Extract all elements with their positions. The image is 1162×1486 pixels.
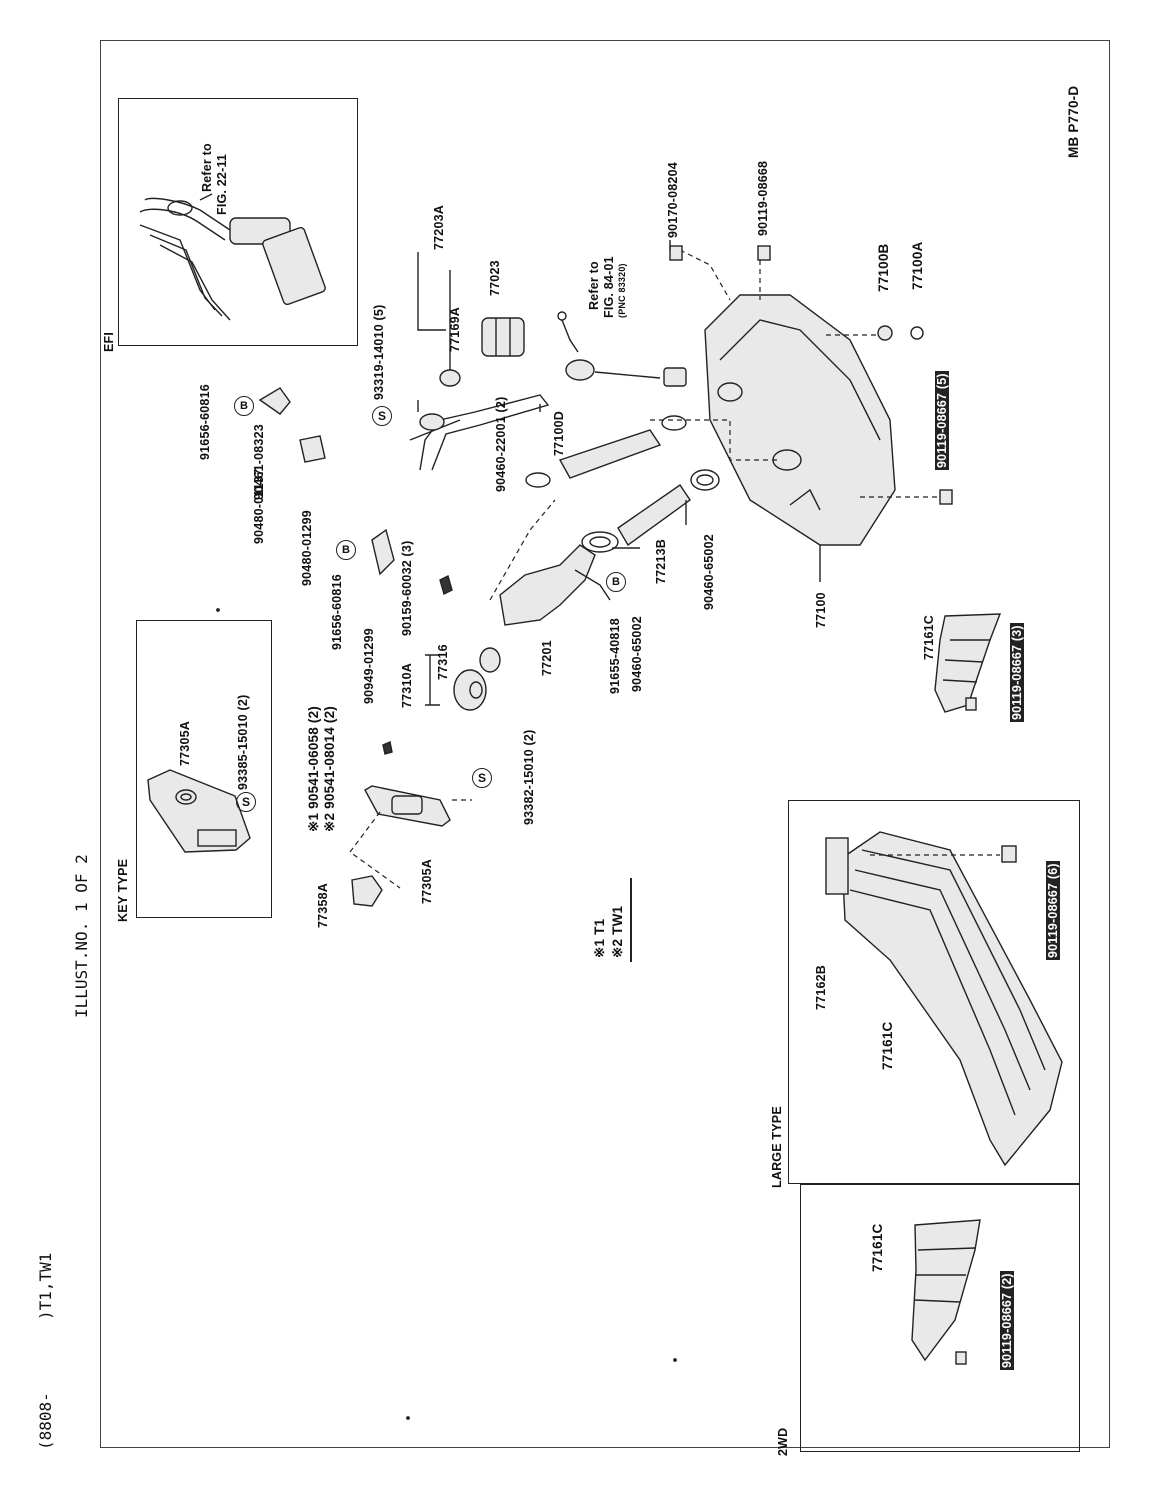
legend-tw1: ※2 TW1 [610,905,625,958]
part-77358a: 77358A [316,883,330,928]
part-93385-15010: 93385-15010 (2) [236,694,250,790]
part-90119-08667-2: 90119-08667 (2) [1000,1271,1014,1370]
b-marker-2: B [336,540,356,560]
fuel-pipe-assembly-icon [409,270,550,471]
part-90119-08667-6: 90119-08667 (6) [1046,861,1060,960]
part-77100b: 77100B [876,243,891,293]
twowd-box [800,1184,1080,1452]
part-90119-08667-5: 90119-08667 (5) [935,371,949,470]
part-77201: 77201 [540,640,554,676]
large-type-box [788,800,1080,1184]
part-77310a: 77310A [400,663,414,708]
ref-fig84-a: Refer to [587,261,601,310]
part-90949-01299: 90949-01299 [362,628,376,704]
part-90159-60032: 90159-60032 (3) [400,540,414,636]
part-77169a: 77169A [448,307,462,352]
s-marker-3: S [236,792,256,812]
key-type-box [136,620,272,918]
part-91656-60816-mid: 91656-60816 [330,574,344,650]
part-90460-65002-left: 90460-65002 [630,616,644,692]
part-77203a: 77203A [432,205,446,250]
ref-fig84-b: FIG. 84-01 [602,256,616,318]
part-77213b: 77213B [654,539,668,584]
part-77100a: 77100A [910,241,925,291]
b-marker-3: B [606,572,626,592]
part-90480-01137: 90480-01137 [252,468,266,544]
s-marker-2: S [472,768,492,788]
s-marker-1: S [372,406,392,426]
part-77023: 77023 [488,260,502,296]
part-77161c-right: 77161C [922,615,936,660]
part-77305a-door: 77305A [420,859,434,904]
part-90170-08204: 90170-08204 [666,162,680,238]
b-marker-1: B [234,396,254,416]
part-77161c-2wd: 77161C [870,1223,885,1273]
page-frame [100,40,1110,1448]
part-90541-06058: ※1 90541-06058 (2) [306,706,321,832]
sender-gauge-icon [557,311,687,387]
part-90460-65002-right: 90460-65002 [702,534,716,610]
legend-t1: ※1 T1 [592,918,607,958]
protector-2wd-icon [911,1219,981,1365]
part-77316: 77316 [436,644,450,680]
hoses-icon [525,415,720,547]
part-91655-40818: 91655-40818 [608,618,622,694]
part-93382-15010: 93382-15010 (2) [522,729,536,825]
part-90541-08014: ※2 90541-08014 (2) [322,706,337,832]
fuel-cap-icon [425,647,501,711]
legend-underline [630,878,632,962]
part-90119-08667-3: 90119-08667 (3) [1010,623,1024,722]
fuel-door-icon [349,741,472,907]
ref-fig22-a: Refer to [200,143,214,192]
efi-pump-icon [139,193,326,321]
part-77100: 77100 [814,592,828,628]
part-77161c-large: 77161C [880,1021,895,1071]
protector-small-icon [934,613,1002,713]
efi-box [118,98,358,346]
tank-fasteners-icon [669,245,953,505]
part-77305a-key: 77305A [178,721,192,766]
leader-lines [258,240,821,596]
filler-neck-icon [489,499,619,626]
ref-fig84-c: (PNC 83320) [617,263,627,318]
part-90460-22001: 90460-22001 (2) [494,396,508,492]
ref-fig22-b: FIG. 22-11 [215,153,229,215]
part-90480-01299: 90480-01299 [300,510,314,586]
part-91656-60816-top: 91656-60816 [198,384,212,460]
protector-large-icon [825,831,1063,1167]
part-90119-08668: 90119-08668 [756,160,770,236]
part-77162b: 77162B [814,965,828,1010]
fuel-tank-icon [650,249,940,546]
fuel-pump-icon [481,317,525,357]
key-type-plate-icon [147,769,251,853]
part-93319-14010: 93319-14010 (5) [372,304,386,400]
part-77100d: 77100D [552,411,566,456]
